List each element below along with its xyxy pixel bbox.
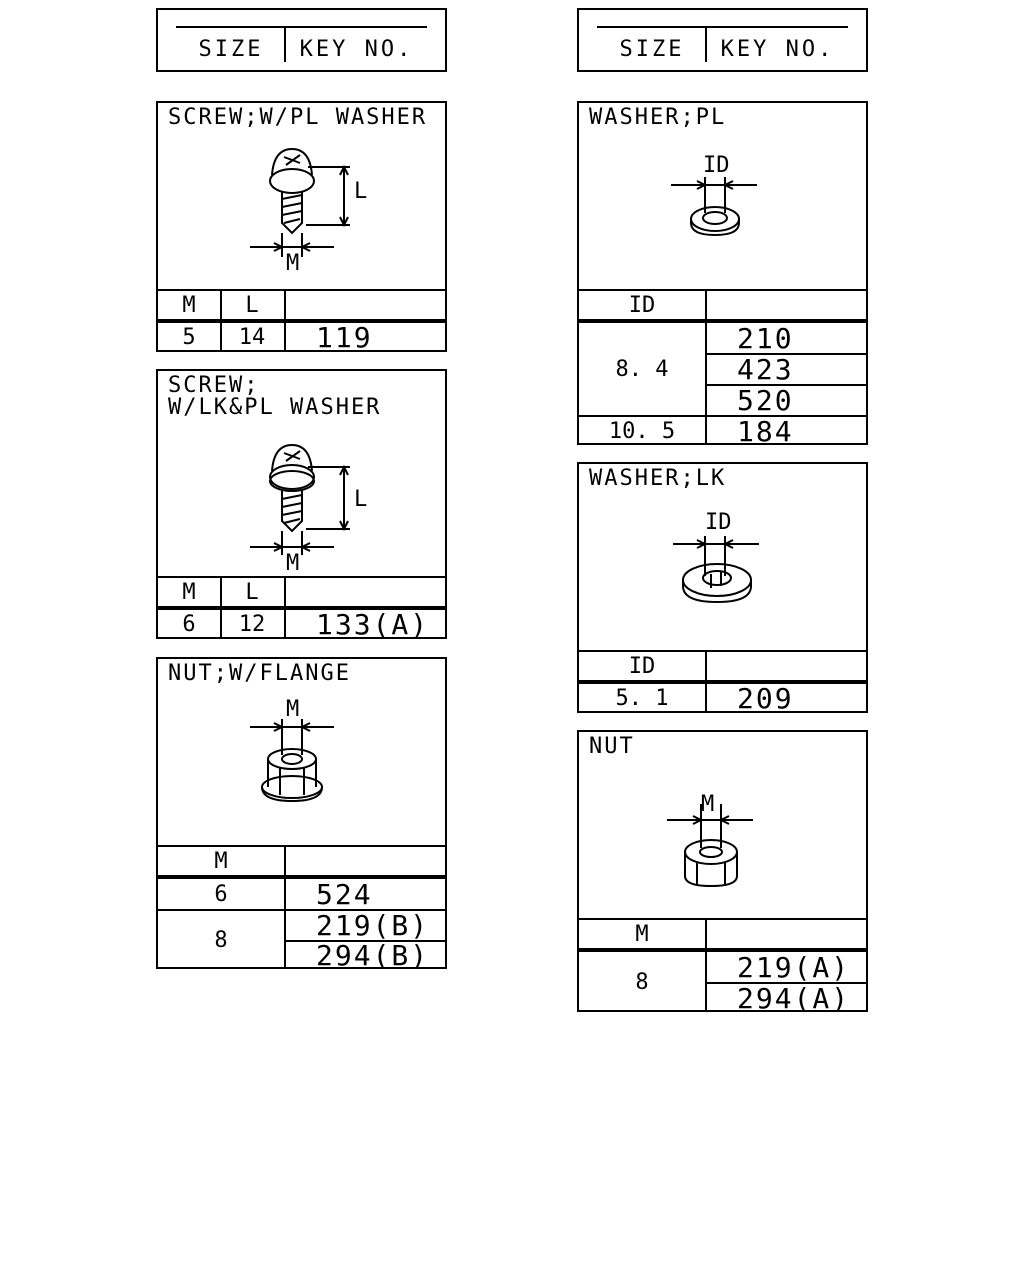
dim-l-label: L <box>354 487 368 512</box>
panel-washer-pl: WASHER;PL ID ID 8. 4 210 423 520 10. 5 1… <box>577 101 868 448</box>
row-l-value: 14 <box>238 325 266 350</box>
col-id-header: ID <box>628 292 656 318</box>
header-left: SIZE KEY NO. <box>156 8 447 72</box>
key-value: 209 <box>737 682 794 715</box>
header-right: SIZE KEY NO. <box>577 8 868 72</box>
key-value: 210 <box>737 321 794 355</box>
dim-m-label: M <box>701 792 715 817</box>
col-m-header: M <box>214 848 228 874</box>
panel-nut-w-flange: NUT;W/FLANGE M M 6 524 8 219(B) 294(B) <box>156 657 447 972</box>
panel-title: WASHER;LK <box>589 466 727 491</box>
key-value: 294(A) <box>737 981 851 1015</box>
key-value: 184 <box>737 414 794 448</box>
group-m-value: 8 <box>635 969 649 995</box>
group-id-value: 8. 4 <box>615 356 669 382</box>
key-value: 423 <box>737 353 794 386</box>
key-value: 524 <box>316 877 373 911</box>
plain-washer-illustration <box>671 177 757 237</box>
panel-title: SCREW; W/LK&PL WASHER <box>168 373 382 420</box>
key-value: 520 <box>737 384 794 417</box>
panel-title: WASHER;PL <box>589 105 727 130</box>
size-label: SIZE <box>619 36 685 62</box>
row-key-value: 119 <box>316 321 373 354</box>
row-m-value: 6 <box>182 612 196 637</box>
panel-washer-lk: WASHER;LK ID ID 5. 1 209 <box>577 462 868 715</box>
key-value: 294(B) <box>316 939 430 972</box>
hex-nut-illustration <box>667 804 753 888</box>
panel-nut: NUT M M 8 219(A) 294(A) <box>577 730 868 1015</box>
lock-washer-illustration <box>673 536 759 604</box>
panel-title: NUT <box>589 734 635 759</box>
size-table: ID 8. 4 210 423 520 10. 5 184 <box>579 289 866 448</box>
group-id-value: 5. 1 <box>615 686 669 711</box>
panel-title: SCREW;W/PL WASHER <box>168 105 428 130</box>
screw-pl-washer-illustration <box>250 147 350 257</box>
key-value: 219(B) <box>316 909 430 942</box>
panel-screw-lk-pl-washer: SCREW; W/LK&PL WASHER L M M L 6 12 133(A… <box>156 369 447 641</box>
key-no-label: KEY NO. <box>720 36 835 62</box>
dim-l-label: L <box>354 179 368 204</box>
key-no-label: KEY NO. <box>299 36 414 62</box>
key-value: 219(A) <box>737 950 851 984</box>
size-table: M L 5 14 119 <box>158 289 445 354</box>
dim-id-label: ID <box>703 153 730 178</box>
dim-id-label: ID <box>705 510 732 535</box>
size-table: M 6 524 8 219(B) 294(B) <box>158 845 445 972</box>
col-l-header: L <box>245 579 259 605</box>
row-key-value: 133(A) <box>316 608 430 641</box>
row-l-value: 12 <box>238 612 266 637</box>
size-table: ID 5. 1 209 <box>579 650 866 715</box>
dim-m-label: M <box>286 697 300 722</box>
dim-m-label: M <box>286 551 300 576</box>
panel-screw-pl-washer: SCREW;W/PL WASHER L M M L 5 14 119 <box>156 101 447 354</box>
col-id-header: ID <box>628 653 656 679</box>
screw-lk-pl-washer-illustration <box>250 443 350 555</box>
dim-m-label: M <box>286 251 300 276</box>
size-table: M 8 219(A) 294(A) <box>579 918 866 1015</box>
col-m-header: M <box>182 292 196 318</box>
group-id-value: 10. 5 <box>608 418 676 444</box>
size-label: SIZE <box>198 36 264 62</box>
row-m-value: 5 <box>182 325 196 350</box>
col-m-header: M <box>182 579 196 605</box>
col-l-header: L <box>245 292 259 318</box>
col-m-header: M <box>635 921 649 947</box>
flange-nut-illustration <box>250 719 334 803</box>
panel-title: NUT;W/FLANGE <box>168 661 351 686</box>
group-m-value: 8 <box>214 927 228 953</box>
group-m-value: 6 <box>214 881 228 907</box>
size-table: M L 6 12 133(A) <box>158 576 445 641</box>
